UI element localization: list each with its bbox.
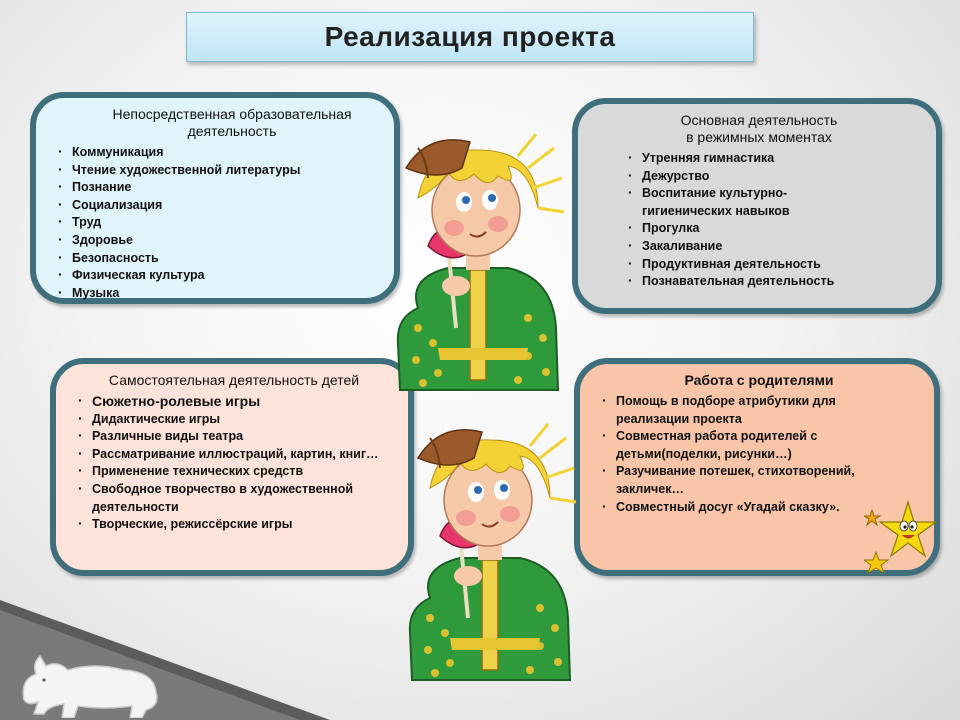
list-item: Закаливание [624,237,922,256]
title-banner: Реализация проекта [186,12,754,62]
panel-heading: Самостоятельная деятельность детей [108,372,360,388]
page-title: Реализация проекта [324,21,616,52]
panel-heading: Основная деятельность в режимных момента… [596,112,922,146]
item-list: Помощь в подборе атрибутики для реализац… [598,392,920,517]
list-item: Дежурство [624,167,922,186]
panel-heading: Непосредственная образовательная деятель… [112,106,352,139]
list-item: Музыка [54,284,380,303]
list-item: Творческие, режиссёрские игры [74,515,394,534]
list-item: Сюжетно-ролевые игры [74,392,394,411]
boy-illustration [408,423,577,681]
list-item: Совместный досуг «Угадай сказку». [598,498,880,517]
boy-illustration [396,133,565,391]
white-cat-silhouette [22,654,158,718]
panel-heading-line: в режимных моментах [686,129,832,145]
list-item: Помощь в подборе атрибутики для реализац… [598,392,880,428]
list-item: Познавательная деятельность [624,272,922,291]
list-item: Различные виды театра [74,427,394,446]
panel-independent-activities: Самостоятельная деятельность детей Сюжет… [50,358,414,576]
list-item: Труд [54,213,380,232]
panel-parents-work: Работа с родителями Помощь в подборе атр… [574,358,940,576]
list-item: Физическая культура [54,266,380,285]
item-list: Утренняя гимнастика Дежурство Воспитание… [596,149,922,291]
list-item: Дидактические игры [74,410,394,429]
list-item: Совместная работа родителей с детьми(под… [598,427,880,463]
panel-direct-education: Непосредственная образовательная деятель… [30,92,400,304]
panel-heading-line: Основная деятельность [680,112,838,128]
list-item: Безопасность [54,249,380,268]
list-item: Чтение художественной литературы [54,161,380,180]
list-item: Разучивание потешек, стихотворений, закл… [598,462,880,498]
list-item: Здоровье [54,231,380,250]
panel-heading: Работа с родителями [684,372,834,388]
panel-routine-activities: Основная деятельность в режимных момента… [572,98,942,314]
list-item: Продуктивная деятельность [624,255,922,274]
list-item: Применение технических средств [74,462,394,481]
list-item: Утренняя гимнастика [624,149,922,168]
list-item: Познание [54,178,380,197]
list-item: Социализация [54,196,380,215]
item-list: Коммуникация Чтение художественной литер… [54,143,380,303]
item-list: Сюжетно-ролевые игры Дидактические игры … [74,392,394,534]
list-item: Коммуникация [54,143,380,162]
list-item: Воспитание культурно-гигиенических навык… [624,184,922,220]
list-item: Рассматривание иллюстраций, картин, книг… [74,445,394,464]
list-item: Свободное творчество в художественной де… [74,480,394,516]
list-item: Прогулка [624,219,922,238]
star-characters-illustration [864,500,938,575]
